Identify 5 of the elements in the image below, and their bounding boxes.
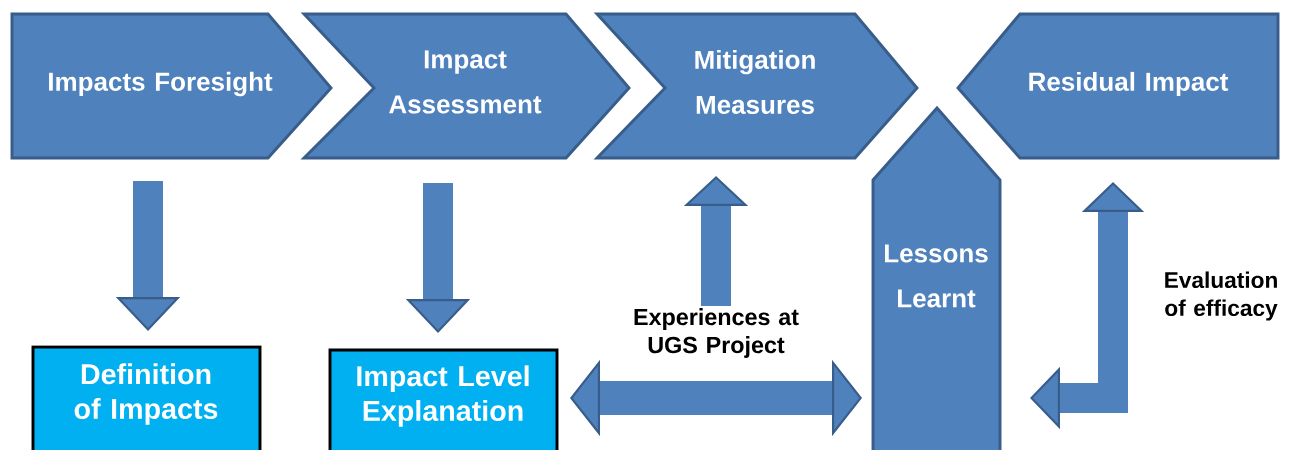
result-box: Definition of Impacts [31, 345, 262, 450]
block-arrow [570, 359, 862, 437]
result-box: Impact Level Explanation [328, 348, 559, 450]
edge-label: Evaluation of efficacy [1165, 271, 1278, 321]
annotation-text: Experiences at UGS Project [634, 308, 799, 358]
